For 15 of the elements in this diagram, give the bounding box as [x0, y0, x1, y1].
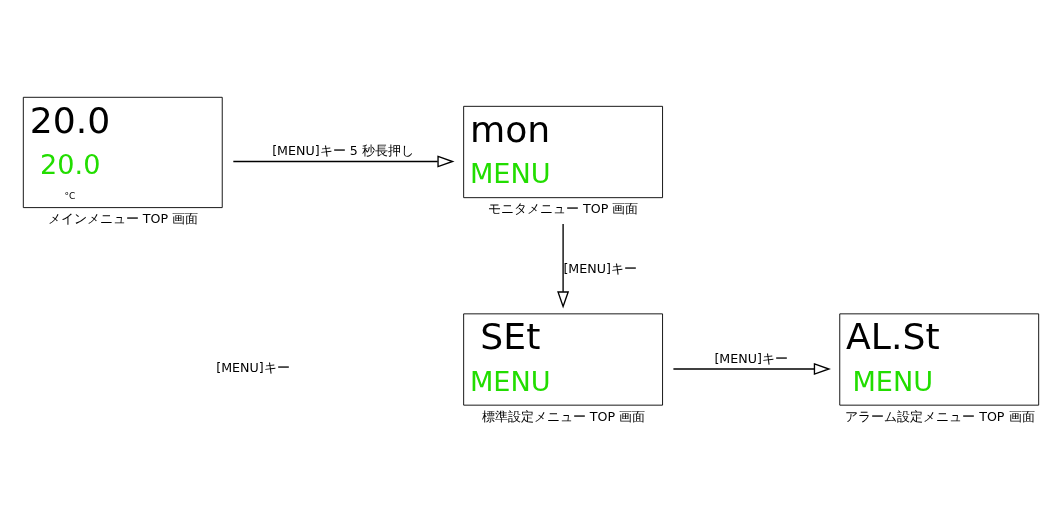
- arrow: [557, 222, 570, 308]
- node-box: AL.St MENU: [839, 312, 1040, 406]
- node-box: SEt MENU: [463, 312, 663, 406]
- label: [MENU]キー: [216, 359, 290, 375]
- edge-label: [MENU]キー: [563, 260, 637, 276]
- node-box: 20.0 20.0 °C: [22, 96, 223, 208]
- edge-label: [MENU]キー: [714, 350, 788, 366]
- node-label: アラーム設定メニュー TOP 画面: [845, 408, 1035, 424]
- edge-label: [MENU]キー 5 秒長押し: [272, 142, 414, 158]
- node-label: メインメニュー TOP 画面: [47, 210, 199, 226]
- arrow: [672, 362, 831, 375]
- arrow: [232, 154, 455, 167]
- node-box: mon MENU: [463, 105, 663, 198]
- node-label: 標準設定メニュー TOP 画面: [481, 408, 646, 424]
- node-label: モニタメニュー TOP 画面: [488, 200, 639, 216]
